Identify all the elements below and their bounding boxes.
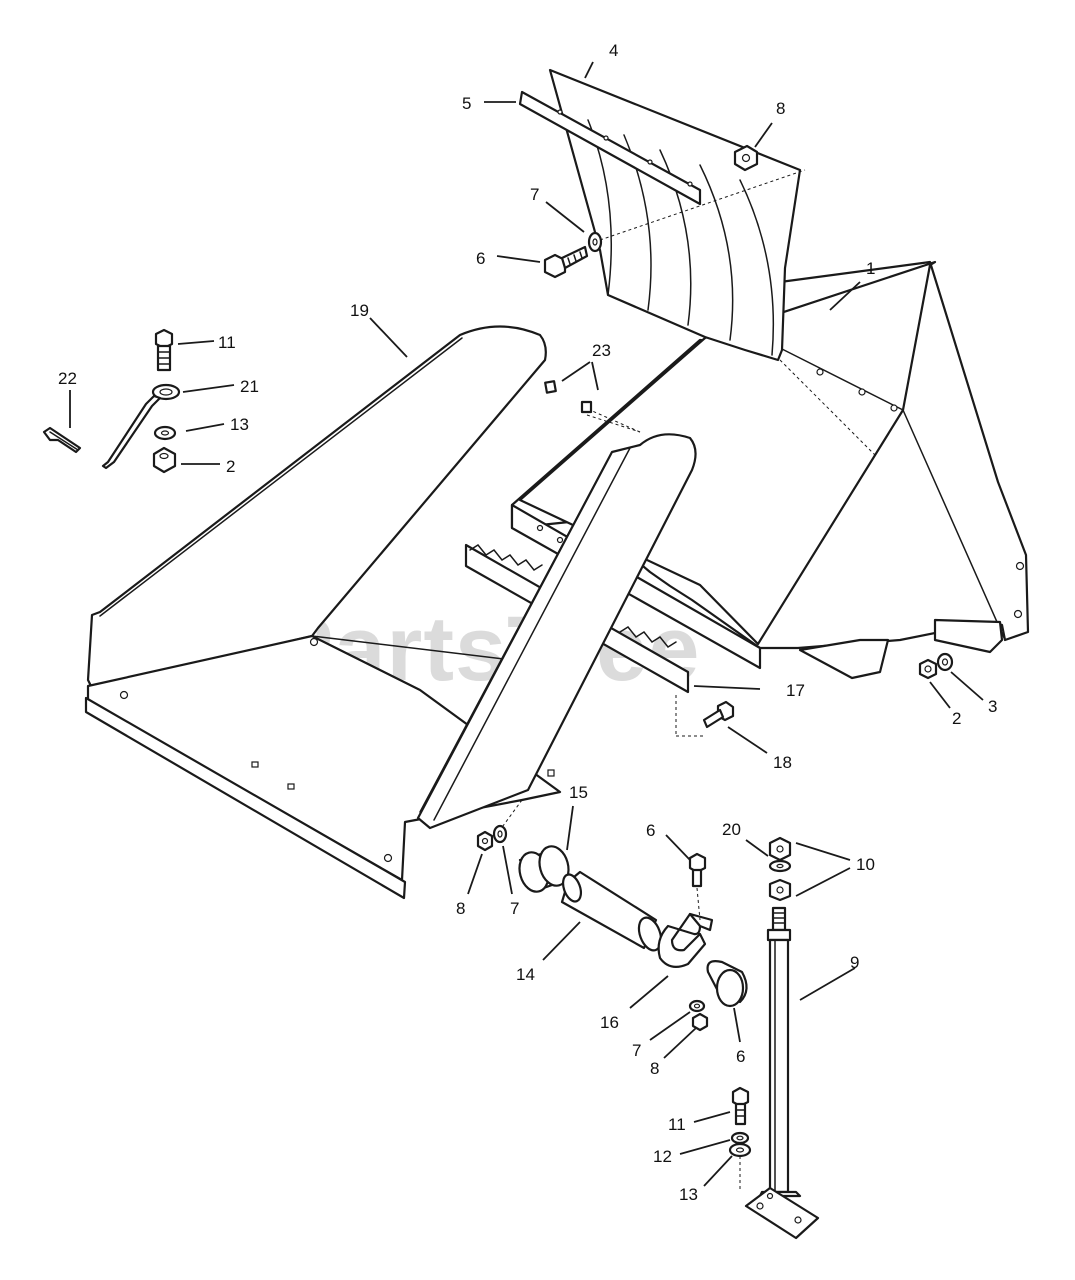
callout-9: 9 — [850, 953, 859, 972]
callout-7-top: 7 — [530, 185, 539, 204]
callout-2-right: 2 — [952, 709, 961, 728]
callout-2-left: 2 — [226, 457, 235, 476]
part-washer-3-right — [936, 652, 954, 672]
part-bolt-6-middle — [688, 852, 707, 888]
callout-8-bottom-left: 8 — [456, 899, 465, 918]
part-nut-8-top — [733, 144, 759, 172]
callout-19: 19 — [350, 301, 369, 320]
part-nut-10-lower — [768, 878, 792, 902]
callout-20: 20 — [722, 820, 741, 839]
part-washer-7-top — [587, 231, 603, 253]
part-cover-19 — [84, 325, 563, 900]
part-washer-13-lower — [728, 1142, 752, 1158]
callout-13-top: 13 — [230, 415, 249, 434]
part-bolt-11-lower — [731, 1086, 750, 1126]
part-nut-8-lower — [691, 1012, 709, 1032]
part-bolt-18 — [702, 700, 735, 729]
part-bolt-11-left — [154, 328, 174, 372]
callout-21: 21 — [240, 377, 259, 396]
part-washer-20 — [768, 859, 792, 873]
part-bushing-15 — [518, 845, 570, 893]
part-strip-5 — [518, 90, 702, 206]
callout-23: 23 — [592, 341, 611, 360]
part-keys-23 — [544, 380, 593, 414]
callout-8-top: 8 — [776, 99, 785, 118]
callout-5: 5 — [462, 94, 471, 113]
part-nut-10-upper — [768, 836, 792, 862]
callout-13-lower: 13 — [679, 1185, 698, 1204]
leader-lines — [69, 61, 984, 1187]
part-bushing-6-lower — [706, 960, 748, 1008]
part-clip-22 — [42, 426, 82, 454]
callout-7-bottom-left: 7 — [510, 899, 519, 918]
callout-18: 18 — [773, 753, 792, 772]
part-nut-2-right — [918, 658, 938, 680]
callout-7-lower: 7 — [632, 1041, 641, 1060]
part-nut-2-left — [152, 446, 177, 474]
callout-3: 3 — [988, 697, 997, 716]
part-washer-13-left — [153, 425, 177, 441]
part-lockwasher-12 — [730, 1131, 750, 1145]
callout-6-lower: 6 — [736, 1047, 745, 1066]
part-clamp-16 — [657, 912, 714, 969]
callout-11-lower: 11 — [668, 1115, 686, 1134]
callout-6-top: 6 — [476, 249, 485, 268]
callout-labels: 1 2 2 3 4 5 6 6 6 7 7 7 8 8 8 9 10 11 11… — [58, 41, 997, 1204]
callout-15: 15 — [569, 783, 588, 802]
callout-6-middle: 6 — [646, 821, 655, 840]
callout-11-top: 11 — [218, 333, 236, 352]
callout-14: 14 — [516, 965, 535, 984]
part-washer-7-lower — [688, 999, 706, 1013]
part-eye-rod-21 — [101, 383, 181, 470]
callout-16: 16 — [600, 1013, 619, 1032]
callout-8-lower: 8 — [650, 1059, 659, 1078]
part-post-9 — [744, 906, 820, 1240]
callout-12: 12 — [653, 1147, 672, 1166]
part-chute-tube — [416, 433, 697, 830]
callout-1: 1 — [866, 259, 875, 278]
part-washer-7-bottom-left — [492, 824, 508, 844]
callout-17: 17 — [786, 681, 805, 700]
part-nut-8-bottom-left — [476, 830, 494, 852]
callout-4: 4 — [609, 41, 618, 60]
callout-10: 10 — [856, 855, 875, 874]
callout-22: 22 — [58, 369, 77, 388]
part-flap-4 — [548, 68, 802, 362]
part-tube-14 — [560, 870, 663, 952]
part-bolt-6-top — [543, 245, 589, 279]
